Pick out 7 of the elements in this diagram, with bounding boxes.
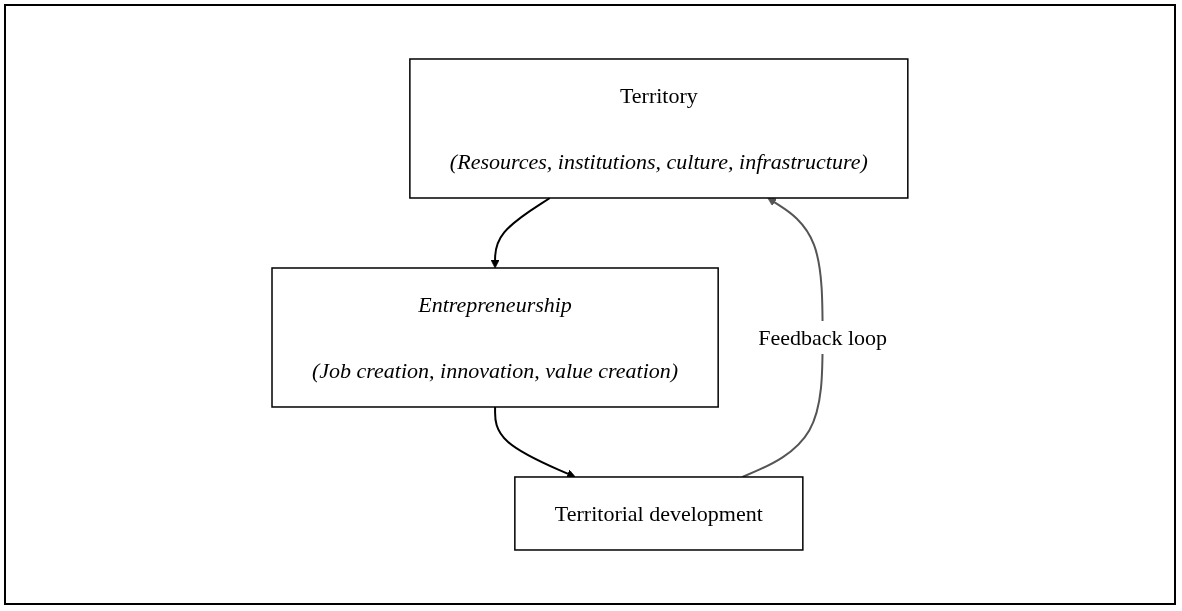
node-box: Territorial development <box>514 476 804 551</box>
node-box: Entrepreneurship (Job creation, innovation, value creation) <box>271 267 719 408</box>
node-box: Territory (Resources, institutions, culture, infrastructure) <box>409 58 909 199</box>
arrow <box>741 197 824 478</box>
arrow <box>490 197 551 269</box>
arrow <box>494 406 576 478</box>
edge-label: Feedback loop <box>758 324 888 350</box>
